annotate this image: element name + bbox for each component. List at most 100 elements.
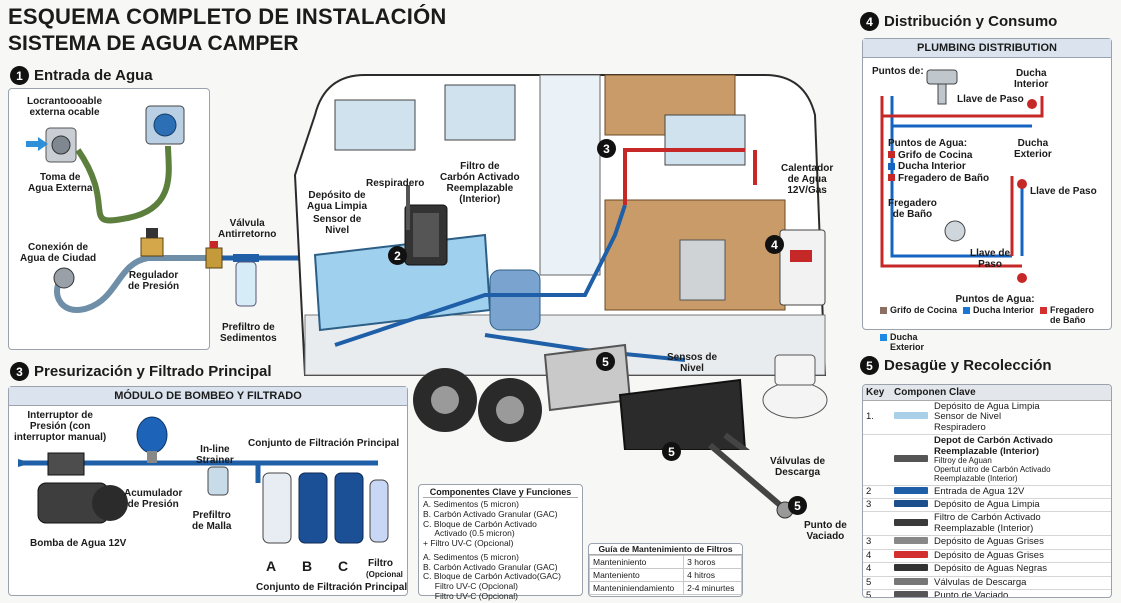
key-description-line: Respiradero <box>934 421 986 433</box>
components-list-1-item: C. Bloque de Carbón Activado <box>423 518 537 529</box>
key-swatch-cell <box>891 511 931 537</box>
maintenance-cell: 4 hitros <box>683 568 742 582</box>
cold-line-main <box>890 96 1012 258</box>
grey-water-tank <box>543 343 632 412</box>
components-list-2-item: Filtro UV-C (Opcional) <box>423 590 518 601</box>
uv-filter-housing <box>369 479 389 543</box>
key-description: Entrada de Agua 12V <box>931 485 1111 500</box>
replacement-filter <box>489 269 541 331</box>
pump-filter-panel-title: MÓDULO DE BOMBEO Y FILTRADO <box>9 387 407 406</box>
key-cell: 3 <box>863 498 891 513</box>
pressure-regulator-body <box>140 237 164 257</box>
key-swatch-cell <box>891 562 931 577</box>
legend-item: Fregadero de Baño <box>1040 305 1094 326</box>
wheel-front-hub <box>431 386 459 414</box>
key-cell <box>863 434 891 486</box>
maintenance-cell: Manteniniendamiento <box>588 581 685 595</box>
camper-diagram <box>293 74 828 450</box>
prefilter-head <box>233 254 259 262</box>
key-cell: 5 <box>863 576 891 591</box>
mesh-prefilter-label: Prefiltro de Malla <box>192 510 232 532</box>
key-swatch-cell <box>891 498 931 513</box>
key-description-line: Depósito de Agua Limpia <box>934 499 1040 511</box>
key-description-line: Depósito de Aguas Grises <box>934 536 1044 548</box>
key-swatch-cell <box>891 535 931 550</box>
filter-assembly-top-label: Conjunto de Filtración Principal <box>248 438 400 449</box>
components-list-2-item: C. Bloque de Carbón Activado(GAC) <box>423 571 561 582</box>
legend-text: Fregadero de Baño <box>1050 305 1095 326</box>
key-swatch-cell <box>891 576 931 591</box>
section4-number: 4 <box>860 12 879 31</box>
hot-water-pipe <box>623 148 745 205</box>
dishwasher <box>679 239 726 301</box>
water-heater-unit <box>779 229 826 306</box>
key-description-line: Válvulas de Descarga <box>934 576 1027 588</box>
key-swatch-cell <box>891 434 931 486</box>
camper-marker-3: 3 <box>597 139 616 158</box>
components-box-title: Componentes Clave y Funciones <box>423 487 578 498</box>
pressure-accumulator <box>136 416 168 454</box>
optional-filter-label: Filtro <box>368 558 393 569</box>
shut-valve-1 <box>1027 99 1037 109</box>
shut-valve1-label: Llave de Paso <box>957 94 1024 105</box>
external-inlet-label: Toma de Agua Externa <box>28 172 93 194</box>
pump-filter-diagram <box>18 416 389 544</box>
legend-swatch <box>963 307 971 314</box>
key-swatch <box>894 537 928 545</box>
key-description: Punto de Vaciado <box>931 589 1111 597</box>
components-box: Componentes Clave y Funciones A. Sedimen… <box>418 484 583 601</box>
key-swatch-cell <box>891 549 931 564</box>
legend-item: Grifo de Cocina <box>880 305 957 326</box>
key-description-line: Reemplazable (Interior) <box>934 522 1034 534</box>
camper-marker-5c: 5 <box>788 496 807 515</box>
components-list-2-item: A. Sedimentos (5 micron) <box>423 551 519 562</box>
camper-marker-4: 4 <box>765 235 784 254</box>
key-swatch-cell <box>891 485 931 500</box>
legend-text: Ducha Interior <box>973 305 1035 315</box>
kitchen-faucet-stem <box>937 83 947 105</box>
section4-title: Distribución y Consumo <box>884 13 1058 30</box>
key-description-line: Depot de Carbón Activado <box>934 435 1053 447</box>
components-list-2-item: Filtro UV-C (Opcional) <box>423 581 518 592</box>
key-swatch <box>894 412 928 420</box>
legend-text: Grifo de Cocina <box>890 305 958 315</box>
filter-b-housing <box>298 472 328 544</box>
check-valve-handle <box>210 241 218 248</box>
shut-valve-2 <box>1017 179 1027 189</box>
plumbing-distribution-title: PLUMBING DISTRIBUTION <box>863 39 1111 58</box>
hot-to-shower-inner <box>882 96 1044 118</box>
pressure-regulator-label: Regulador de Presión <box>128 270 180 292</box>
fresh-supply-pipe <box>334 204 627 347</box>
key-description-line: Sensor de Nivel <box>934 411 1002 423</box>
bath-sink-label: Fregadero de Baño <box>888 198 937 220</box>
key-description: Depósito de Aguas Grises <box>931 535 1111 550</box>
locking-inlet-label: Locrantoooable externa ocable <box>27 96 103 118</box>
key-cell: 2 <box>863 485 891 500</box>
point-text: Ducha Interior <box>898 161 966 172</box>
legend-item: Ducha Interior <box>963 305 1034 326</box>
carbon-filter-core <box>413 213 439 257</box>
filter-a-letter: A <box>266 558 277 574</box>
pump-outlet-pipe <box>118 460 261 483</box>
legend-title: Puntos de Agua: <box>955 294 1035 305</box>
camper-marker-2: 2 <box>388 246 407 265</box>
city-connector <box>53 267 75 289</box>
fresh-tank-label: Depósito de Agua Limpia <box>307 190 368 212</box>
black-water-tank <box>618 378 747 450</box>
water-inlet-diagram <box>26 105 328 313</box>
section5-number: 5 <box>860 356 879 375</box>
key-description-subline: Reemplazable (Interior) <box>934 473 1018 483</box>
prefilter-label: Prefiltro de Sedimentos <box>220 322 277 344</box>
maintenance-title: Guía de Mantenimiento de Filtros <box>589 544 742 555</box>
point-bullet <box>888 174 895 182</box>
section5-heading: 5 Desagüe y Recolección <box>860 356 1052 375</box>
section1-number: 1 <box>10 66 29 85</box>
